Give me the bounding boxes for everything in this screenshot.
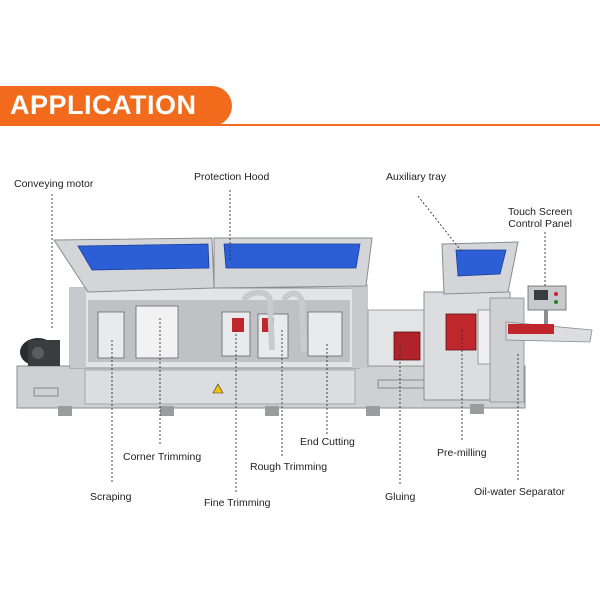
control-stem [544,310,548,324]
control-screen [534,290,548,300]
label-touch-screen-line1: Touch Screen [508,206,573,218]
gluing-pot [393,331,421,361]
scraping-unit [97,311,125,359]
label-scraping: Scraping [90,491,132,503]
page-title: APPLICATION [10,90,197,120]
motor-shaft [32,347,44,359]
label-conveying-motor: Conveying motor [14,178,94,190]
label-protection-hood: Protection Hood [194,171,270,183]
dust-duct [281,290,307,353]
red-motor [232,318,244,332]
infeed-red-bar [508,324,554,334]
vent-left [33,387,59,397]
label-auxiliary-tray: Auxiliary tray [386,171,447,183]
dust-duct [241,289,275,351]
foot [58,406,72,416]
aux-hood-glass [455,249,507,277]
label-gluing: Gluing [385,491,416,503]
foot [366,406,380,416]
pre-milling-unit [445,313,477,351]
hood-glass-right [223,243,361,269]
label-corner-trimming: Corner Trimming [123,451,202,463]
label-fine-trimming: Fine Trimming [204,497,271,509]
header-divider [0,124,600,126]
end-cutting-unit [307,311,343,357]
label-pre-milling: Pre-milling [437,447,487,459]
right-pillar [352,284,368,368]
label-rough-trimming: Rough Trimming [250,461,328,473]
warning-sign [212,383,224,394]
hood-glass-left [77,243,210,271]
header-banner: APPLICATION [0,86,232,126]
leader-auxiliary-tray [417,195,463,253]
control-button [554,300,558,304]
right-end-column [489,297,525,403]
corner-trimming-unit [135,305,179,359]
label-touch-screen-control-panel: Touch Screen Control Panel [508,206,572,230]
label-end-cutting: End Cutting [300,436,355,448]
left-pillar [70,288,86,368]
label-touch-screen-line2: Control Panel [508,218,572,230]
label-oil-water-separator: Oil-water Separator [474,486,566,498]
foot [265,406,279,416]
control-button [554,292,558,296]
foot [470,404,484,414]
foot [160,406,174,416]
